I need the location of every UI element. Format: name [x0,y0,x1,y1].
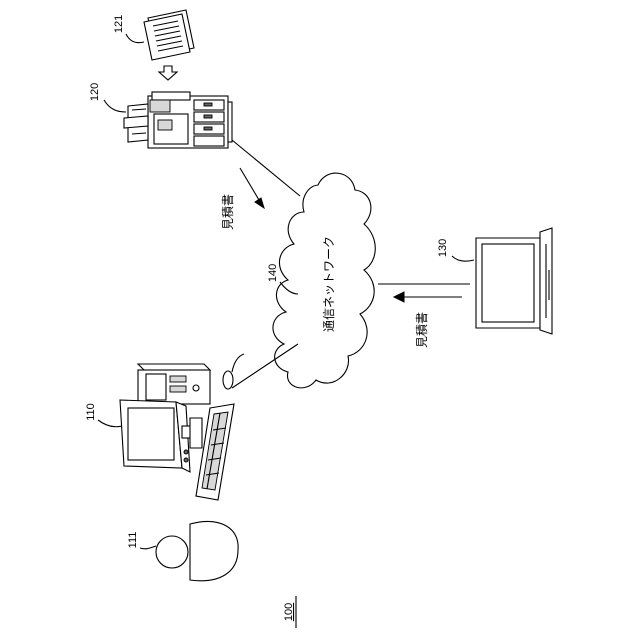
terminal-ref-leader [98,420,122,427]
quote-label-upper: 見積書 [220,194,235,230]
document-ref-group: 121 [113,15,125,33]
printer-icon [124,92,232,148]
network-ref-group: 140 [267,264,279,282]
desktop-pc-icon [120,354,244,500]
printer-ref-label: 120 [89,83,101,101]
link-printer-network [232,140,300,196]
notebook-ref-group: 130 [437,239,449,257]
document-icon [144,10,194,60]
quote-label-lower: 見積書 [414,312,429,348]
figure-number: 100 [283,603,295,621]
printer-ref-group: 120 [89,83,101,101]
printer-ref-leader [104,100,126,112]
document-ref-leader [126,34,144,43]
document-ref-label: 121 [113,15,125,33]
quote-arrow-upper-head [255,198,264,208]
quote-label-upper-group: 見積書 [220,194,235,230]
scan-arrow-icon [159,66,177,80]
network-ref-label: 140 [267,264,279,282]
network-name-group: 通信ネットワーク [322,236,336,332]
user-ref-label: 111 [127,532,139,549]
terminal-ref-label: 110 [85,403,97,421]
notebook-pc-icon [476,228,552,334]
user-ref-leader [140,546,156,549]
notebook-ref-leader [452,256,474,261]
figure-number-group: 100 [283,603,295,621]
quote-label-lower-group: 見積書 [414,312,429,348]
quote-arrow-lower-head [394,292,404,302]
terminal-ref-group: 110 [85,403,97,421]
network-name: 通信ネットワーク [322,236,336,332]
notebook-ref-label: 130 [437,239,449,257]
user-icon [156,522,238,581]
user-ref-group: 111 [127,532,139,549]
